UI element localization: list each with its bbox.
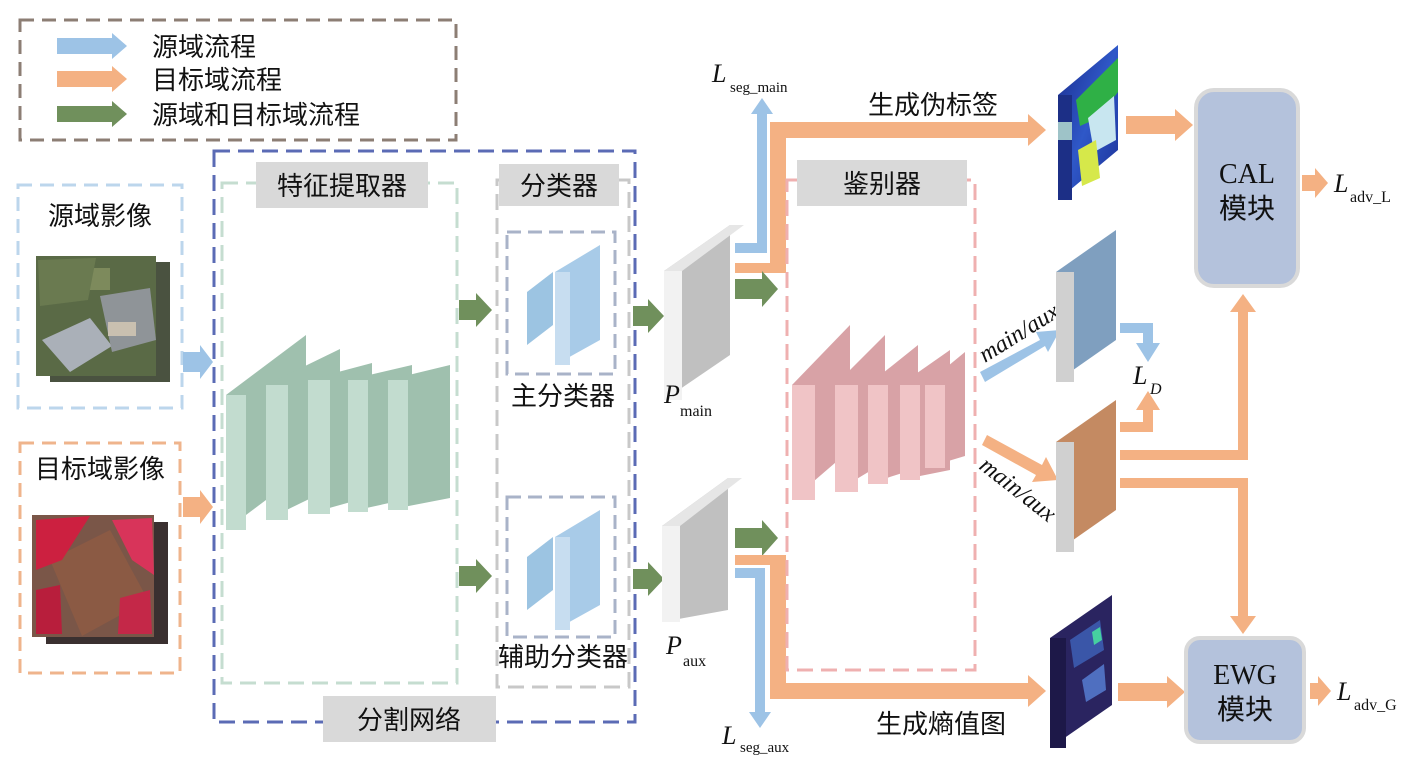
source-input-arrow xyxy=(183,345,213,379)
discriminator-label-bg xyxy=(797,160,967,206)
target-box xyxy=(18,441,182,675)
p-aux-to-discriminator-arrow xyxy=(735,520,778,556)
pseudo-label-to-cal-arrow xyxy=(1126,109,1193,141)
discriminator-box xyxy=(785,178,977,672)
p-main-block xyxy=(664,225,744,400)
discriminator-target-output-arrow xyxy=(982,435,1058,482)
l-seg-aux-symbol: L xyxy=(721,721,736,750)
discriminator-label: 鉴别器 xyxy=(843,170,921,200)
entropy-to-ewg-arrow xyxy=(1118,676,1185,708)
legend-target-label: 目标域流程 xyxy=(152,66,282,96)
target-input-panel: 目标域影像 xyxy=(18,441,213,675)
target-image xyxy=(32,515,168,644)
feature-to-aux-classifier-arrow xyxy=(459,559,492,593)
p-main-to-discriminator-arrow xyxy=(735,271,778,307)
legend: 源域流程 目标域流程 源域和目标域流程 xyxy=(18,18,458,142)
target-to-ewg-arrow xyxy=(1120,478,1256,634)
cal-output-arrow xyxy=(1302,168,1328,198)
target-to-cal-arrow xyxy=(1120,294,1256,460)
feature-extractor-box xyxy=(220,181,459,685)
main-classifier-output-arrow xyxy=(633,299,664,333)
l-seg-aux-subscript: seg_aux xyxy=(740,740,790,756)
ld-subscript: D xyxy=(1149,381,1162,398)
pseudo-label-flow-arrow xyxy=(735,114,1046,273)
ewg-output-arrow xyxy=(1310,676,1331,706)
feature-extractor-layers xyxy=(226,335,450,530)
ld-source-arrow xyxy=(1120,323,1160,362)
feature-extractor-label: 特征提取器 xyxy=(277,172,407,202)
seg-aux-loss-arrow xyxy=(735,568,771,728)
cal-module-box xyxy=(1194,88,1300,288)
legend-blue-arrow xyxy=(57,33,127,59)
segmentation-network-label-bg xyxy=(323,696,496,742)
p-main-symbol: P xyxy=(663,380,680,409)
segmentation-network-label: 分割网络 xyxy=(357,706,461,736)
l-adv-g-symbol: L xyxy=(1336,677,1351,706)
segmentation-network: 分割网络 特征提取器 xyxy=(212,149,637,742)
main-classifier-label: 主分类器 xyxy=(511,382,615,412)
legend-orange-arrow xyxy=(57,66,127,92)
ewg-module-box xyxy=(1184,636,1306,744)
entropy-map-text: 生成熵值图 xyxy=(876,710,1006,740)
discriminator-source-output-arrow xyxy=(980,330,1060,382)
p-aux-block xyxy=(662,478,742,622)
classifier-label: 分类器 xyxy=(520,172,598,202)
ewg-module-line1: EWG xyxy=(1213,660,1277,691)
ewg-module: EWG 模块 xyxy=(1184,636,1306,744)
feature-layer-5 xyxy=(388,365,450,510)
feature-extractor-label-bg xyxy=(256,162,428,208)
source-image-label: 源域影像 xyxy=(48,202,152,232)
l-seg-main-symbol: L xyxy=(711,59,726,88)
seg-main-loss-arrow xyxy=(735,98,773,253)
aux-classifier-layers xyxy=(527,510,600,630)
l-adv-l-symbol: L xyxy=(1333,169,1348,198)
aux-classifier-box xyxy=(505,495,617,639)
source-image xyxy=(36,256,170,382)
aux-classifier-output-arrow xyxy=(633,562,664,596)
disc-layer-5 xyxy=(925,352,965,468)
l-adv-l-subscript: adv_L xyxy=(1350,189,1391,206)
cal-module: CAL 模块 xyxy=(1194,88,1300,288)
pseudo-label-text: 生成伪标签 xyxy=(868,91,998,121)
classifier-box xyxy=(495,178,631,689)
discriminator-source-block xyxy=(1056,230,1116,382)
l-adv-g-subscript: adv_G xyxy=(1354,697,1397,714)
main-classifier-layers xyxy=(527,245,600,365)
main-classifier-box xyxy=(505,230,617,376)
discriminator: 鉴别器 xyxy=(785,160,977,672)
pseudo-label-map xyxy=(1058,45,1118,200)
source-input-panel: 源域影像 xyxy=(16,183,213,410)
aux-classifier-label: 辅助分类器 xyxy=(498,643,628,673)
entropy-map-flow-arrow xyxy=(735,555,1046,707)
ld-symbol: L xyxy=(1132,361,1147,390)
legend-green-arrow xyxy=(57,101,127,127)
feature-to-main-classifier-arrow xyxy=(459,293,492,327)
target-image-label: 目标域影像 xyxy=(35,455,165,485)
legend-both-label: 源域和目标域流程 xyxy=(152,101,360,131)
cal-module-line2: 模块 xyxy=(1219,192,1275,225)
target-input-arrow xyxy=(183,490,213,524)
l-seg-main-subscript: seg_main xyxy=(730,80,788,96)
legend-box xyxy=(18,18,458,142)
cal-module-line1: CAL xyxy=(1219,159,1275,190)
discriminator-target-block xyxy=(1056,400,1116,552)
source-box xyxy=(16,183,184,410)
p-main-subscript: main xyxy=(680,403,712,420)
classifier-label-bg xyxy=(499,164,619,206)
legend-source-label: 源域流程 xyxy=(152,33,256,63)
discriminator-layers xyxy=(792,325,965,500)
p-aux-subscript: aux xyxy=(683,653,706,670)
entropy-map xyxy=(1050,595,1112,748)
ewg-module-line2: 模块 xyxy=(1217,693,1273,726)
p-aux-symbol: P xyxy=(665,631,682,660)
ld-target-arrow xyxy=(1120,391,1160,432)
